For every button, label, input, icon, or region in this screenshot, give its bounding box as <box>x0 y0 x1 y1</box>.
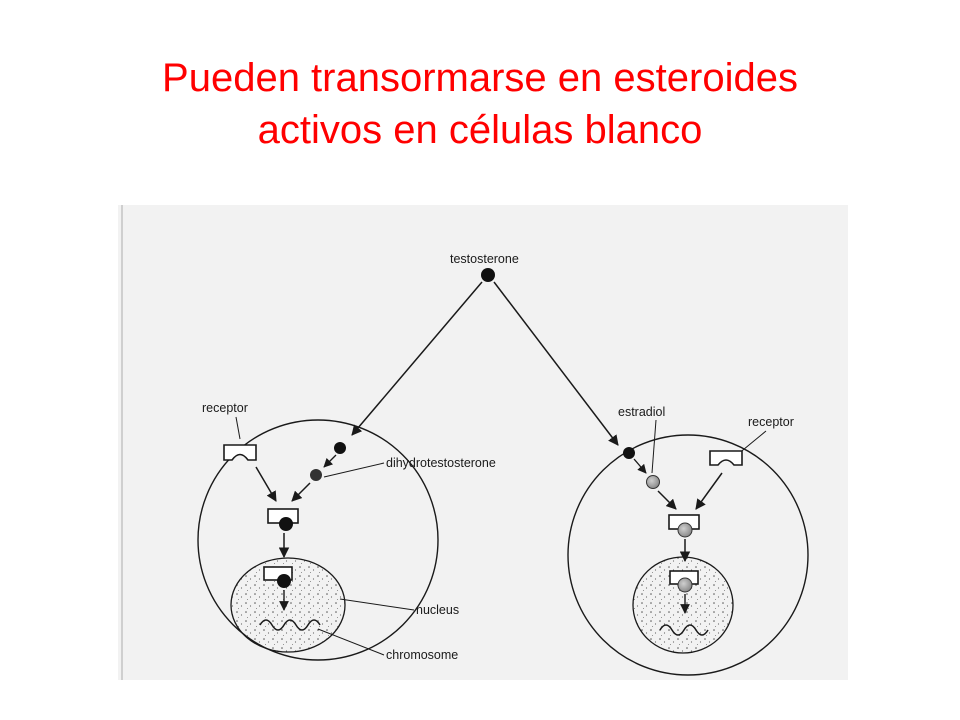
diagram-canvas: testosterone receptor dihydrotestosteron… <box>118 205 848 680</box>
nucleus-leader <box>339 598 415 611</box>
dihydrotestosterone-label: dihydrotestosterone <box>386 456 496 470</box>
right-complex-hormone <box>677 522 693 538</box>
steroid-diagram: testosterone receptor dihydrotestosteron… <box>118 205 848 680</box>
right-estradiol-arrow <box>657 490 677 510</box>
nucleus-label: nucleus <box>416 603 459 617</box>
right-receptor-arrow <box>695 472 723 510</box>
chromosome-leader <box>317 628 385 656</box>
left-free-receptor <box>223 444 257 461</box>
right-receptor-label: receptor <box>748 415 794 429</box>
right-nuclear-hormone <box>677 577 693 593</box>
left-receptor-leader <box>235 416 241 440</box>
title-line-2: activos en células blanco <box>257 108 703 152</box>
left-complex-hormone <box>279 517 293 531</box>
left-target-cell: receptor dihydrotestosterone <box>197 401 496 662</box>
right-testosterone-molecule <box>623 447 635 459</box>
estradiol-leader <box>651 419 657 474</box>
left-receptor-label: receptor <box>202 401 248 415</box>
right-chromosome <box>659 624 709 636</box>
estradiol-molecule <box>646 475 660 489</box>
right-free-receptor <box>709 450 743 466</box>
left-testosterone-molecule <box>334 442 346 454</box>
chromosome-label: chromosome <box>386 648 458 662</box>
testosterone-molecule <box>481 268 495 282</box>
right-target-cell: estradiol receptor <box>567 405 809 676</box>
conversion-arrow <box>323 454 337 468</box>
right-cell-membrane <box>567 434 809 676</box>
aromatization-arrow <box>633 458 647 474</box>
dht-leader <box>323 462 385 478</box>
left-receptor-arrow <box>255 466 277 502</box>
left-nuclear-hormone <box>277 574 291 588</box>
arrow-to-right-cell <box>493 281 619 446</box>
testosterone-label: testosterone <box>450 252 519 266</box>
slide-title: Pueden transormarse en esteroides activo… <box>0 52 960 156</box>
dht-molecule <box>310 469 322 481</box>
arrow-to-left-cell <box>351 281 483 436</box>
left-cell-membrane <box>197 419 439 661</box>
title-line-1: Pueden transormarse en esteroides <box>162 56 798 100</box>
left-chromosome <box>259 619 321 631</box>
left-dht-arrow <box>291 482 311 502</box>
estradiol-label: estradiol <box>618 405 665 419</box>
